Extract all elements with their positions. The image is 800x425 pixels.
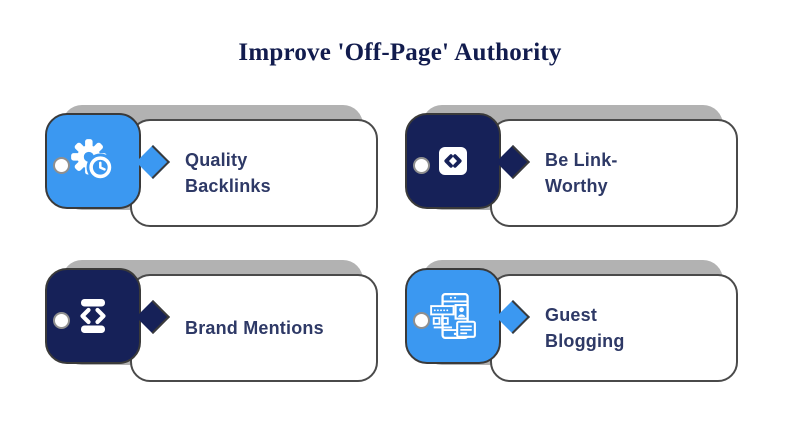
- card-label: Quality Backlinks: [185, 119, 375, 227]
- tag-hole: [413, 311, 430, 329]
- card-label-line: Blogging: [545, 331, 625, 351]
- card-body: [130, 119, 378, 227]
- tag-hole: [53, 156, 70, 174]
- icon-box: [45, 268, 141, 364]
- card-label-line: Quality: [185, 150, 248, 170]
- card-label-line: Guest: [545, 305, 598, 325]
- icon-box: [405, 268, 501, 364]
- card-label: Brand Mentions: [185, 274, 375, 382]
- card-label-line: Be Link-: [545, 150, 618, 170]
- card-be-link-worthy: Be Link- Worthy: [405, 105, 745, 231]
- icon-box: [405, 113, 501, 209]
- card-label-line: Backlinks: [185, 176, 271, 196]
- card-body: [490, 119, 738, 227]
- icon-box: [45, 113, 141, 209]
- card-quality-backlinks: Quality Backlinks: [45, 105, 385, 231]
- guest-blog-icon: [430, 292, 476, 340]
- mobile-code-icon: [80, 299, 106, 333]
- card-label: Guest Blogging: [545, 274, 735, 382]
- card-label-line: Worthy: [545, 176, 608, 196]
- tag-hole: [413, 156, 430, 174]
- code-brackets-icon: [439, 147, 467, 175]
- card-brand-mentions: Brand Mentions: [45, 260, 385, 386]
- card-guest-blogging: Guest Blogging: [405, 260, 745, 386]
- card-body: [490, 274, 738, 382]
- gear-clock-icon: [71, 139, 115, 181]
- card-label: Be Link- Worthy: [545, 119, 735, 227]
- page-title: Improve 'Off-Page' Authority: [238, 39, 562, 66]
- card-body: [130, 274, 378, 382]
- tag-hole: [53, 311, 70, 329]
- card-label-line: Brand Mentions: [185, 318, 324, 338]
